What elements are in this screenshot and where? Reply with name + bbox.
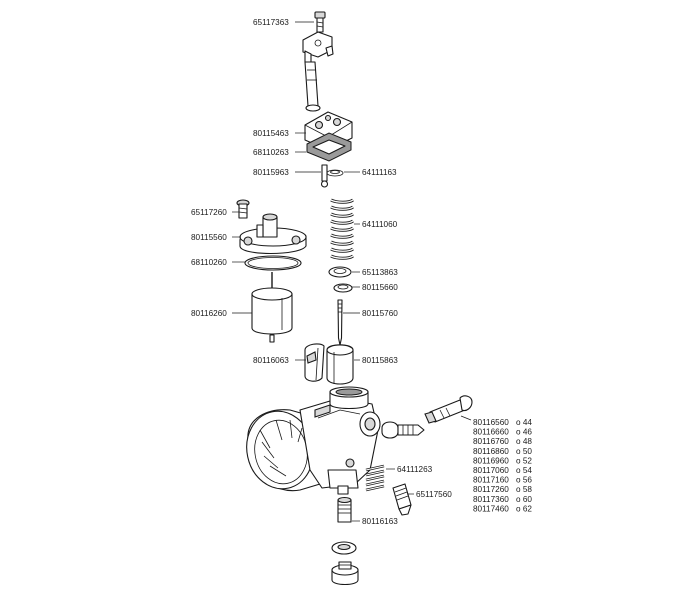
jet-table-size: o 56 <box>516 476 532 485</box>
jet-table-code: 80116860 <box>473 447 509 456</box>
label-68110263: 68110263 <box>253 148 289 157</box>
label-80115560: 80115560 <box>191 233 227 242</box>
label-65113863: 65113863 <box>362 268 398 277</box>
jet-table-code: 80116760 <box>473 437 509 446</box>
jet-table-size: o 62 <box>516 504 532 513</box>
label-80115863: 80115863 <box>362 356 398 365</box>
cover-gasket <box>306 132 352 162</box>
label-65117260: 65117260 <box>191 208 227 217</box>
float <box>251 272 293 343</box>
jet-needle <box>337 299 343 346</box>
cable-bracket <box>302 31 334 63</box>
label-65117363: 65117363 <box>253 18 289 27</box>
spring-clip <box>326 169 344 177</box>
jet-table-code: 80117060 <box>473 466 509 475</box>
idle-screw <box>392 483 412 516</box>
spring-seat <box>328 266 352 278</box>
sealing-washer <box>331 541 357 555</box>
jet-table-size: o 48 <box>516 437 532 446</box>
float-chamber-cover <box>239 213 307 255</box>
label-64111060: 64111060 <box>362 220 398 229</box>
jet-table-size: o 52 <box>516 456 532 465</box>
label-80115760: 80115760 <box>362 309 398 318</box>
jet-table-size: o 54 <box>516 466 532 475</box>
throttle-slide-half <box>304 343 325 382</box>
jet-table-code: 80117360 <box>473 495 509 504</box>
jet-table-size: o 58 <box>516 485 532 494</box>
jet-table-code: 80117260 <box>473 485 509 494</box>
jet-table-code: 80117160 <box>473 476 509 485</box>
part-labels: 65117363 80115463 68110263 80115963 6411… <box>191 18 452 526</box>
choke-needle <box>320 164 329 188</box>
label-80116260: 80116260 <box>191 309 227 318</box>
drain-plug <box>331 561 359 586</box>
label-64111263: 64111263 <box>397 465 433 474</box>
needle-clip-ring <box>333 283 353 293</box>
jet-table-size: o 50 <box>516 447 532 456</box>
top-screw <box>314 11 326 33</box>
slide-spring <box>330 198 354 260</box>
label-80116063: 80116063 <box>253 356 289 365</box>
main-jet <box>424 395 473 424</box>
float-cover-gasket <box>244 255 302 271</box>
label-80115963: 80115963 <box>253 168 289 177</box>
jet-table-code: 80116660 <box>473 428 509 437</box>
label-65117560: 65117560 <box>416 490 452 499</box>
label-80116163: 80116163 <box>362 517 398 526</box>
jet-table-code: 80117460 <box>473 504 509 513</box>
idle-spring <box>365 464 385 492</box>
jet-table-size: o 44 <box>516 418 532 427</box>
mixture-screw <box>381 421 425 439</box>
jet-holder <box>337 496 352 523</box>
label-80115463: 80115463 <box>253 129 289 138</box>
label-80115660: 80115660 <box>362 283 398 292</box>
label-68110260: 68110260 <box>191 258 227 267</box>
label-64111163: 64111163 <box>362 168 397 177</box>
jet-table-size: o 46 <box>516 428 532 437</box>
carburetor-body <box>246 386 381 495</box>
throttle-slide <box>326 344 354 385</box>
jet-table-size: o 60 <box>516 495 532 504</box>
adjuster-rod <box>304 61 321 112</box>
leader-lines <box>232 21 472 522</box>
jet-table-code: 80116960 <box>473 456 509 465</box>
float-cover-screw <box>236 199 250 219</box>
jet-table-code: 80116560 <box>473 418 509 427</box>
jet-size-table: 80116560 o 44 80116660 o 46 80116760 o 48 8011… <box>473 418 532 513</box>
